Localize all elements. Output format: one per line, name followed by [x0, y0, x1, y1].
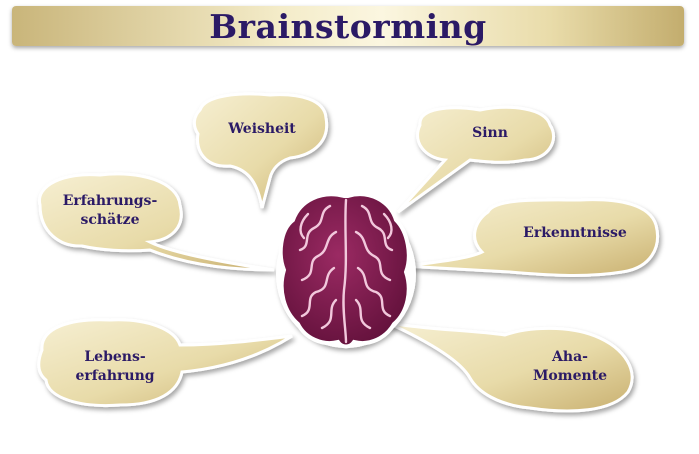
- bubble-erkenntnisse: [403, 198, 659, 277]
- title-banner: Brainstorming: [12, 6, 684, 46]
- bubble-label-aha-momente: Aha- Momente: [532, 349, 608, 384]
- bubble-lebenserfahrung: [37, 318, 293, 408]
- bubble-aha-momente: [387, 321, 634, 413]
- bubble-erfahrungsschaetze: [38, 172, 275, 272]
- brain-icon: [276, 192, 416, 349]
- page-title: Brainstorming: [209, 6, 487, 46]
- bubble-sinn: [396, 105, 556, 214]
- bubble-label-erfahrungsschaetze: Erfahrungs- schätze: [62, 193, 158, 228]
- bubble-weisheit: [192, 92, 329, 209]
- bubble-label-weisheit: Weisheit: [228, 121, 296, 137]
- bubble-label-lebenserfahrung: Lebens- erfahrung: [75, 349, 155, 384]
- bubble-label-erkenntnisse: Erkenntnisse: [523, 225, 627, 241]
- bubble-label-sinn: Sinn: [472, 125, 508, 141]
